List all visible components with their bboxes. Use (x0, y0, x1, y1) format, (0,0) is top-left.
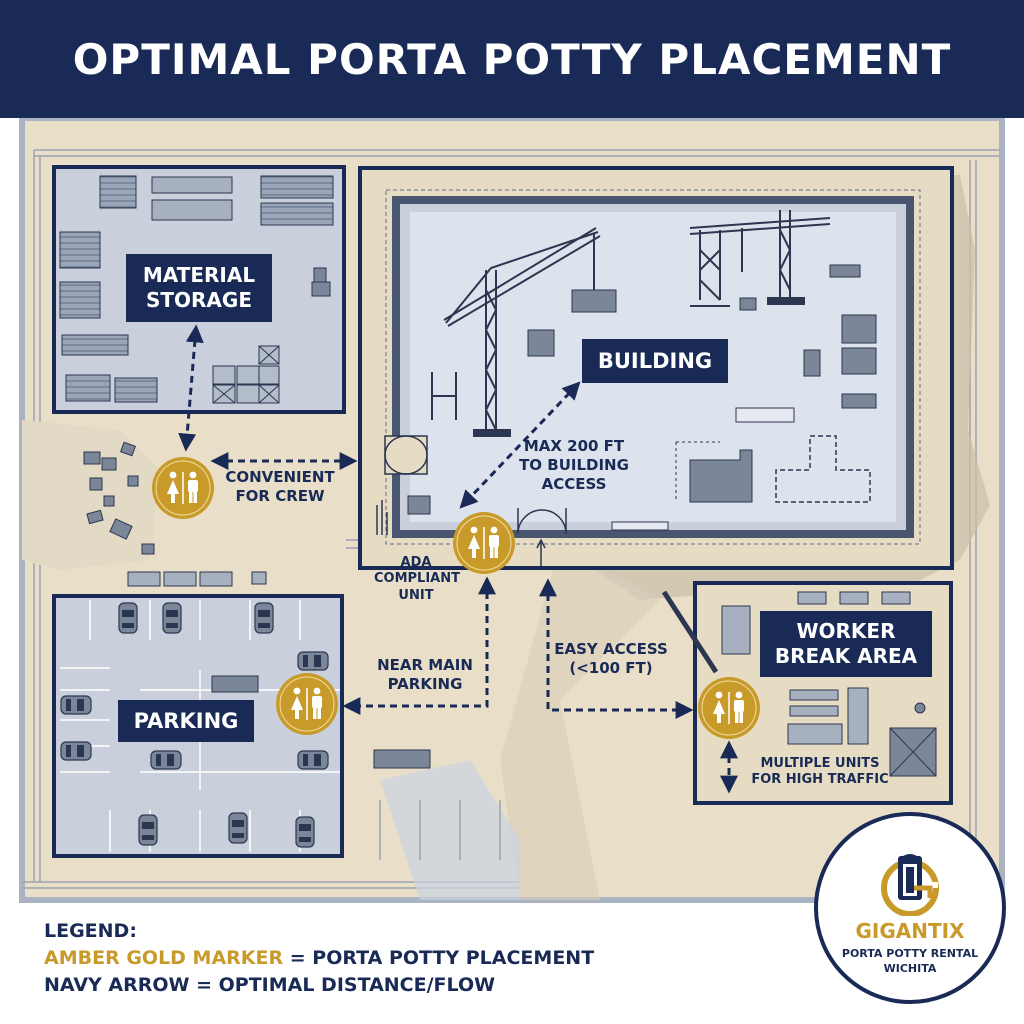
car-icon (297, 651, 329, 671)
brand-tagline-line1: PORTA POTTY RENTAL (841, 947, 979, 960)
brand-tagline: PORTA POTTY RENTAL WICHITA (818, 946, 1002, 976)
restroom-icon (151, 456, 215, 520)
material-storage-label: MATERIAL STORAGE (126, 254, 272, 322)
crane-icon (689, 210, 831, 307)
car-icon (138, 814, 158, 846)
car-icon (295, 816, 315, 848)
legend-navy-row: NAVY ARROW = OPTIMAL DISTANCE/FLOW (44, 974, 496, 996)
restroom-icon (452, 511, 516, 575)
parking-label: PARKING (118, 700, 254, 742)
car-icon (150, 750, 182, 770)
car-icon (162, 602, 182, 634)
legend-gold-key: AMBER GOLD MARKER (44, 947, 284, 969)
porta-potty-logo-icon (881, 854, 939, 916)
brand-badge: GIGANTIX PORTA POTTY RENTAL WICHITA (814, 812, 1006, 1004)
legend-gold-value: = PORTA POTTY PLACEMENT (283, 947, 595, 969)
car-icon (297, 750, 329, 770)
near-parking-note: NEAR MAIN PARKING (377, 656, 473, 693)
page-title: OPTIMAL PORTA POTTY PLACEMENT (72, 34, 952, 84)
legend-gold-row: AMBER GOLD MARKER = PORTA POTTY PLACEMEN… (44, 945, 594, 972)
legend-heading: LEGEND: (44, 920, 137, 942)
car-icon (254, 602, 274, 634)
max-distance-note: MAX 200 FT TO BUILDING ACCESS (519, 437, 629, 493)
building-label: BUILDING (582, 339, 728, 383)
easy-access-note: EASY ACCESS (<100 FT) (554, 640, 668, 677)
car-icon (228, 812, 248, 844)
restroom-icon (697, 676, 761, 740)
brand-tagline-line2: WICHITA (883, 962, 937, 975)
legend: LEGEND: AMBER GOLD MARKER = PORTA POTTY … (44, 918, 594, 999)
car-icon (118, 602, 138, 634)
multiple-units-note: MULTIPLE UNITS FOR HIGH TRAFFIC (751, 756, 889, 788)
convenient-note: CONVENIENT FOR CREW (225, 468, 335, 505)
title-bar: OPTIMAL PORTA POTTY PLACEMENT (0, 0, 1024, 118)
restroom-icon (275, 672, 339, 736)
worker-break-area-label: WORKER BREAK AREA (760, 611, 932, 677)
brand-name: GIGANTIX (855, 919, 965, 943)
door-icon (384, 435, 567, 535)
ada-note: ADA COMPLIANT UNIT (374, 555, 460, 603)
car-icon (60, 695, 92, 715)
car-icon (60, 741, 92, 761)
